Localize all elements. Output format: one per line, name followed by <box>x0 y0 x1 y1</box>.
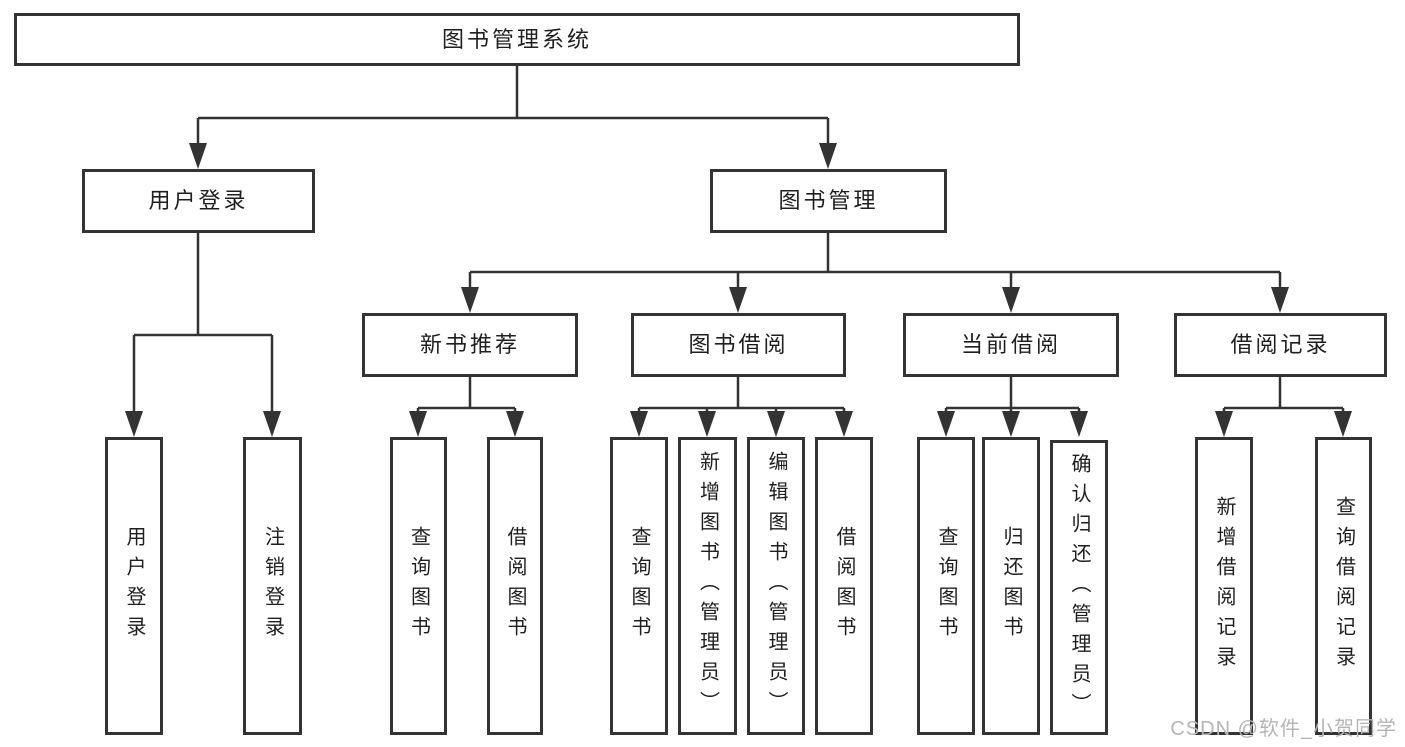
leaf-user-login: 用户登录 <box>105 437 163 735</box>
connector-book-borrow-branch <box>637 377 846 412</box>
arrow-down-icon <box>1334 411 1352 437</box>
node-borrowing-records: 借阅记录 <box>1174 313 1387 377</box>
leaf-query-borrow-record-label: 查询借阅记录 <box>1332 496 1355 676</box>
leaf-add-borrow-record-label: 新增借阅记录 <box>1213 496 1235 676</box>
arrow-down-icon <box>1271 287 1289 313</box>
node-user-login: 用户登录 <box>82 169 315 233</box>
node-new-book-recommend-label: 新书推荐 <box>419 332 520 357</box>
leaf-logout-label: 注销登录 <box>261 526 284 646</box>
arrow-down-icon <box>698 411 716 437</box>
node-root-label: 图书管理系统 <box>441 26 592 52</box>
csdn-watermark: CSDN @软件_小贺同学 <box>1170 718 1397 740</box>
leaf-query-books-recommend: 查询图书 <box>390 437 447 735</box>
connector-borrow-records-branch <box>1222 377 1345 412</box>
leaf-query-books-current-label: 查询图书 <box>935 526 957 646</box>
leaf-query-books-borrowing: 查询图书 <box>610 437 668 735</box>
arrow-down-icon <box>189 143 207 169</box>
arrow-down-icon <box>1002 411 1020 437</box>
leaf-confirm-return-admin-label: 确认归还（管理员） <box>1068 452 1090 723</box>
connector-current-borrow-branch <box>944 377 1081 412</box>
arrow-down-icon <box>263 411 281 437</box>
leaf-confirm-return-admin: 确认归还（管理员） <box>1050 440 1108 735</box>
leaf-return-books-label: 归还图书 <box>1000 526 1022 646</box>
connector-root-branch <box>196 66 830 144</box>
leaf-return-books: 归还图书 <box>982 437 1040 735</box>
leaf-query-books-borrowing-label: 查询图书 <box>628 526 650 646</box>
leaf-borrow-books-recommend-label: 借阅图书 <box>504 526 526 646</box>
connector-book-mgmt-branch <box>468 233 1282 288</box>
node-root: 图书管理系统 <box>14 13 1020 66</box>
node-borrowing-records-label: 借阅记录 <box>1230 332 1331 357</box>
node-book-management-label: 图书管理 <box>778 188 879 213</box>
leaf-edit-books-admin: 编辑图书（管理员） <box>747 437 805 735</box>
node-current-borrowing: 当前借阅 <box>903 313 1119 377</box>
leaf-query-books-recommend-label: 查询图书 <box>407 526 430 646</box>
node-book-borrowing: 图书借阅 <box>631 313 846 377</box>
node-user-login-label: 用户登录 <box>148 188 249 213</box>
arrow-down-icon <box>1070 411 1088 437</box>
arrow-down-icon <box>630 411 648 437</box>
leaf-add-borrow-record: 新增借阅记录 <box>1195 437 1253 735</box>
leaf-query-borrow-record: 查询借阅记录 <box>1315 437 1372 735</box>
arrow-down-icon <box>409 411 427 437</box>
node-book-borrowing-label: 图书借阅 <box>688 332 789 357</box>
node-book-management: 图书管理 <box>710 169 947 233</box>
leaf-borrow-books-borrowing-label: 借阅图书 <box>833 526 855 646</box>
leaf-user-login-label: 用户登录 <box>123 526 145 646</box>
arrow-down-icon <box>767 411 785 437</box>
leaf-borrow-books-borrowing: 借阅图书 <box>815 437 873 735</box>
arrow-down-icon <box>937 411 955 437</box>
leaf-query-books-current: 查询图书 <box>917 437 975 735</box>
arrow-down-icon <box>729 287 747 313</box>
node-new-book-recommend: 新书推荐 <box>362 313 578 377</box>
node-current-borrowing-label: 当前借阅 <box>960 332 1061 357</box>
arrow-down-icon <box>819 143 837 169</box>
arrow-down-icon <box>1002 287 1020 313</box>
leaf-borrow-books-recommend: 借阅图书 <box>487 437 543 735</box>
leaf-logout: 注销登录 <box>243 437 302 735</box>
arrowheads <box>125 143 1352 437</box>
leaf-edit-books-admin-label: 编辑图书（管理员） <box>765 451 787 721</box>
connector-user-login-branch <box>132 233 274 412</box>
leaf-add-books-admin: 新增图书（管理员） <box>678 437 737 735</box>
arrow-down-icon <box>1215 411 1233 437</box>
leaf-add-books-admin-label: 新增图书（管理员） <box>696 451 719 721</box>
arrow-down-icon <box>835 411 853 437</box>
arrow-down-icon <box>125 411 143 437</box>
arrow-down-icon <box>461 287 479 313</box>
arrow-down-icon <box>506 411 524 437</box>
connector-new-book-rec-branch <box>416 377 517 412</box>
